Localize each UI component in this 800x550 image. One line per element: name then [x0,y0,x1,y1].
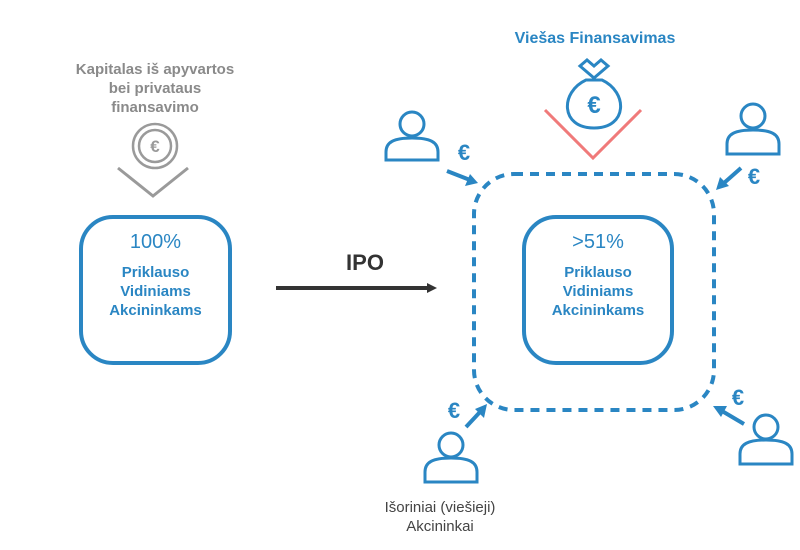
arrow-icon [713,406,746,426]
caption-line-1: Kapitalas iš apyvartos [75,61,235,78]
owner-line-3: Akcininkams [109,302,202,319]
caption-line-2: bei privataus [108,80,202,97]
person-icon [738,413,794,466]
investor-bottom-right: € [713,385,794,466]
post-ipo-ownership-box: >51% Priklauso Vidiniams Akcininkams [522,215,674,365]
internal-ownership-box: 100% Priklauso Vidiniams Akcininkams [79,215,232,365]
arrow-icon [446,169,478,186]
person-icon [423,431,479,484]
caption-line-3: finansavimo [111,99,199,116]
person-icon [384,110,440,162]
investor-top-right: € [716,102,781,190]
external-shareholders-caption: Išoriniai (viešieji) Akcininkai [340,498,540,536]
internal-capital-caption: Kapitalas iš apyvartos bei privataus fin… [40,60,270,117]
public-company-boundary [472,172,716,412]
person-icon [725,102,781,156]
ownership-percent: 100% [129,231,182,253]
gray-chevron-icon [117,166,189,198]
money-bag-icon: € [566,58,622,130]
owner-line-3: Akcininkams [551,302,645,319]
arrow-icon [716,166,743,190]
investor-top-left: € [384,110,478,186]
euro-coin-icon: € [131,122,179,170]
ownership-percent: >51% [572,231,624,253]
owner-line-1: Priklauso [121,264,190,281]
coin-euro-symbol: € [150,137,160,156]
arrow-icon [464,404,487,429]
investor-bottom-left: € [423,398,487,484]
euro-icon: € [448,398,460,423]
euro-icon: € [748,164,760,189]
owner-line-2: Vidiniams [120,283,191,300]
bag-euro-symbol: € [587,92,600,119]
ipo-label: IPO [346,250,384,275]
ownership-label: Priklauso Vidiniams Akcininkams [83,263,228,320]
owner-line-2: Vidiniams [562,283,634,300]
external-caption-line-1: Išoriniai (viešieji) [384,499,496,516]
euro-icon: € [458,140,470,165]
ownership-label: Priklauso Vidiniams Akcininkams [526,263,670,320]
owner-line-1: Priklauso [564,264,632,281]
public-financing-title: Viešas Finansavimas [514,30,676,47]
red-chevron-icon [543,108,643,161]
euro-icon: € [732,385,744,410]
external-caption-line-2: Akcininkai [406,518,474,535]
